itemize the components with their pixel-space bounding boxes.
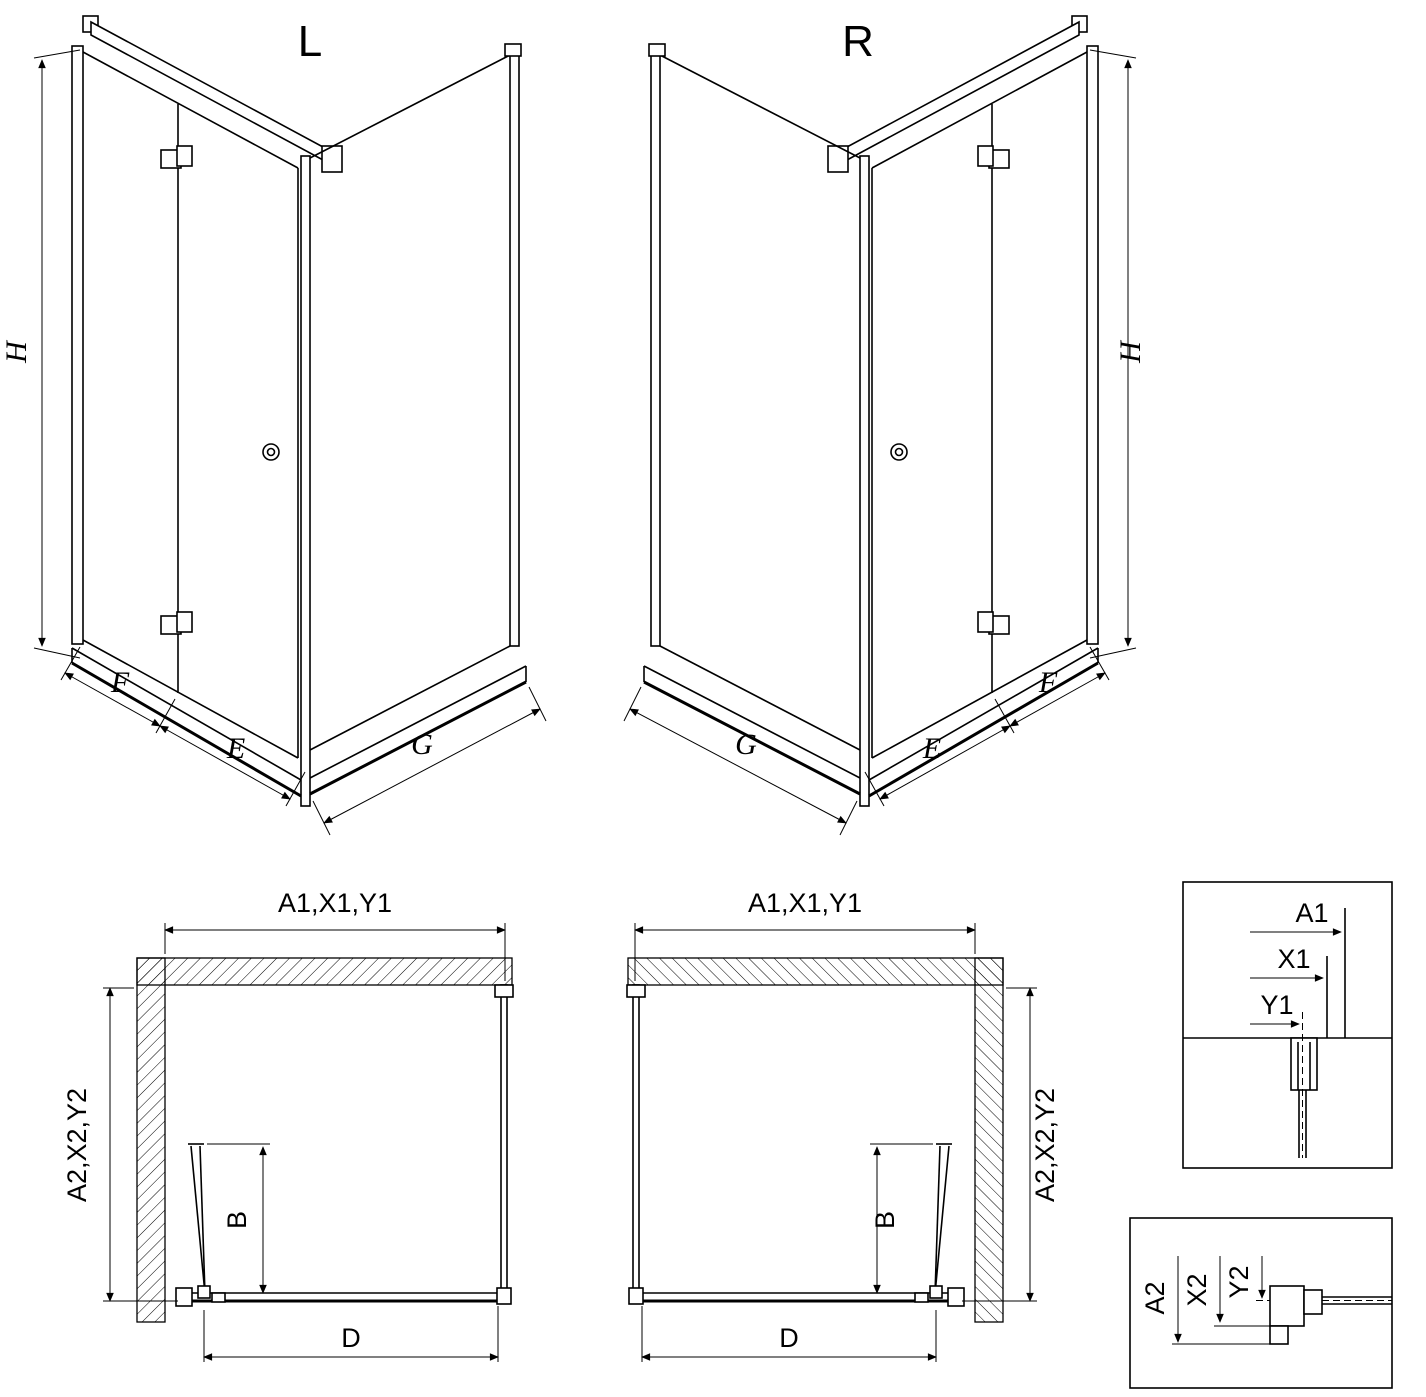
dim-label-fixed-panel-left: F	[110, 666, 130, 699]
detail-label-x1: X1	[1277, 944, 1310, 974]
dim-label-height-right: H	[1114, 339, 1147, 364]
dim-label-fixed-panel-right: F	[1038, 666, 1058, 699]
elevation-right-title: R	[842, 17, 874, 66]
plan-left: A1,X1,Y1 A2,X2,Y2 B D	[62, 888, 513, 1362]
elevation-left-title: L	[298, 17, 322, 66]
plan-right: A1,X1,Y1 A2,X2,Y2 B D	[627, 888, 1060, 1362]
dim-label-bottom-width-right: D	[779, 1323, 799, 1353]
detail-label-y1: Y1	[1260, 990, 1293, 1020]
dim-label-side-panel-right: G	[735, 728, 757, 761]
dim-label-door-left: E	[226, 732, 245, 765]
detail-depth-section: A2 X2 Y2	[1129, 1217, 1393, 1389]
detail-label-x2: X2	[1182, 1273, 1212, 1306]
dim-label-bottom-width-left: D	[341, 1323, 361, 1353]
detail-label-a2: A2	[1140, 1281, 1170, 1314]
dim-label-depth-left: A2,X2,Y2	[62, 1088, 92, 1202]
dim-label-door-right: E	[922, 732, 941, 765]
detail-label-y2: Y2	[1224, 1265, 1254, 1298]
dim-label-top-width-left: A1,X1,Y1	[278, 888, 392, 918]
detail-depth-frame	[1129, 1217, 1393, 1389]
elevation-right: R H F E G	[624, 16, 1147, 835]
dim-label-height-left: H	[0, 339, 33, 364]
dim-label-door-opening-right: B	[870, 1211, 900, 1229]
detail-width-section: A1 X1 Y1	[1182, 881, 1393, 1169]
dim-label-side-panel-left: G	[411, 728, 433, 761]
detail-width-frame	[1182, 881, 1393, 1169]
elevation-left: L H F E G	[0, 16, 546, 835]
dim-label-door-opening-left: B	[222, 1211, 252, 1229]
dim-label-depth-right: A2,X2,Y2	[1030, 1088, 1060, 1202]
dim-label-top-width-right: A1,X1,Y1	[748, 888, 862, 918]
detail-label-a1: A1	[1295, 898, 1328, 928]
